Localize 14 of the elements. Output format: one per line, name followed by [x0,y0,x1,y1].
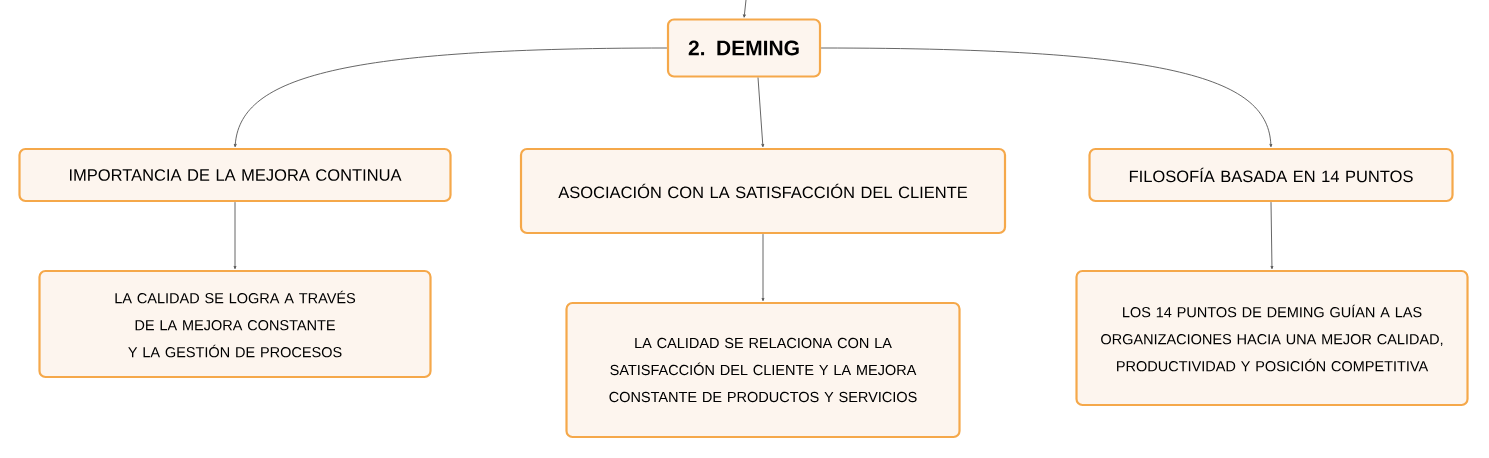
arrow [820,47,1273,148]
detail-box: LA CALIDAD SE RELACIONA CON LA SATISFACCIÓN DEL CLIENTE Y LA MEJORA CONSTANTE DE PRODUCTOS Y SERVICIOS [565,301,961,439]
topic-box: ASOCIACIÓN CON LA SATISFACCIÓN DEL CLIENTE [519,147,1007,235]
topic-box: IMPORTANCIA DE LA MEJORA CONTINUA [18,147,452,203]
detail-box: LA CALIDAD SE LOGRA A TRAVÉS DE LA MEJORA CONSTANTE Y LA GESTIÓN DE PROCESOS [38,269,432,379]
arrow [233,201,237,270]
arrow [761,233,765,302]
arrow [1270,201,1274,270]
arrow [742,0,747,18]
detail-box: LOS 14 PUNTOS DE DEMING GUÍAN A LAS ORGANIZACIONES HACIA UNA MEJOR CALIDAD, PRODUCTIVIDAD Y POSICIÓN COMPETITIVA [1075,269,1469,407]
arrow [757,77,765,148]
arrow [233,47,668,148]
topic-box: 2. DEMING [666,18,822,78]
topic-box: FILOSOFÍA BASADA EN 14 PUNTOS [1088,147,1454,203]
